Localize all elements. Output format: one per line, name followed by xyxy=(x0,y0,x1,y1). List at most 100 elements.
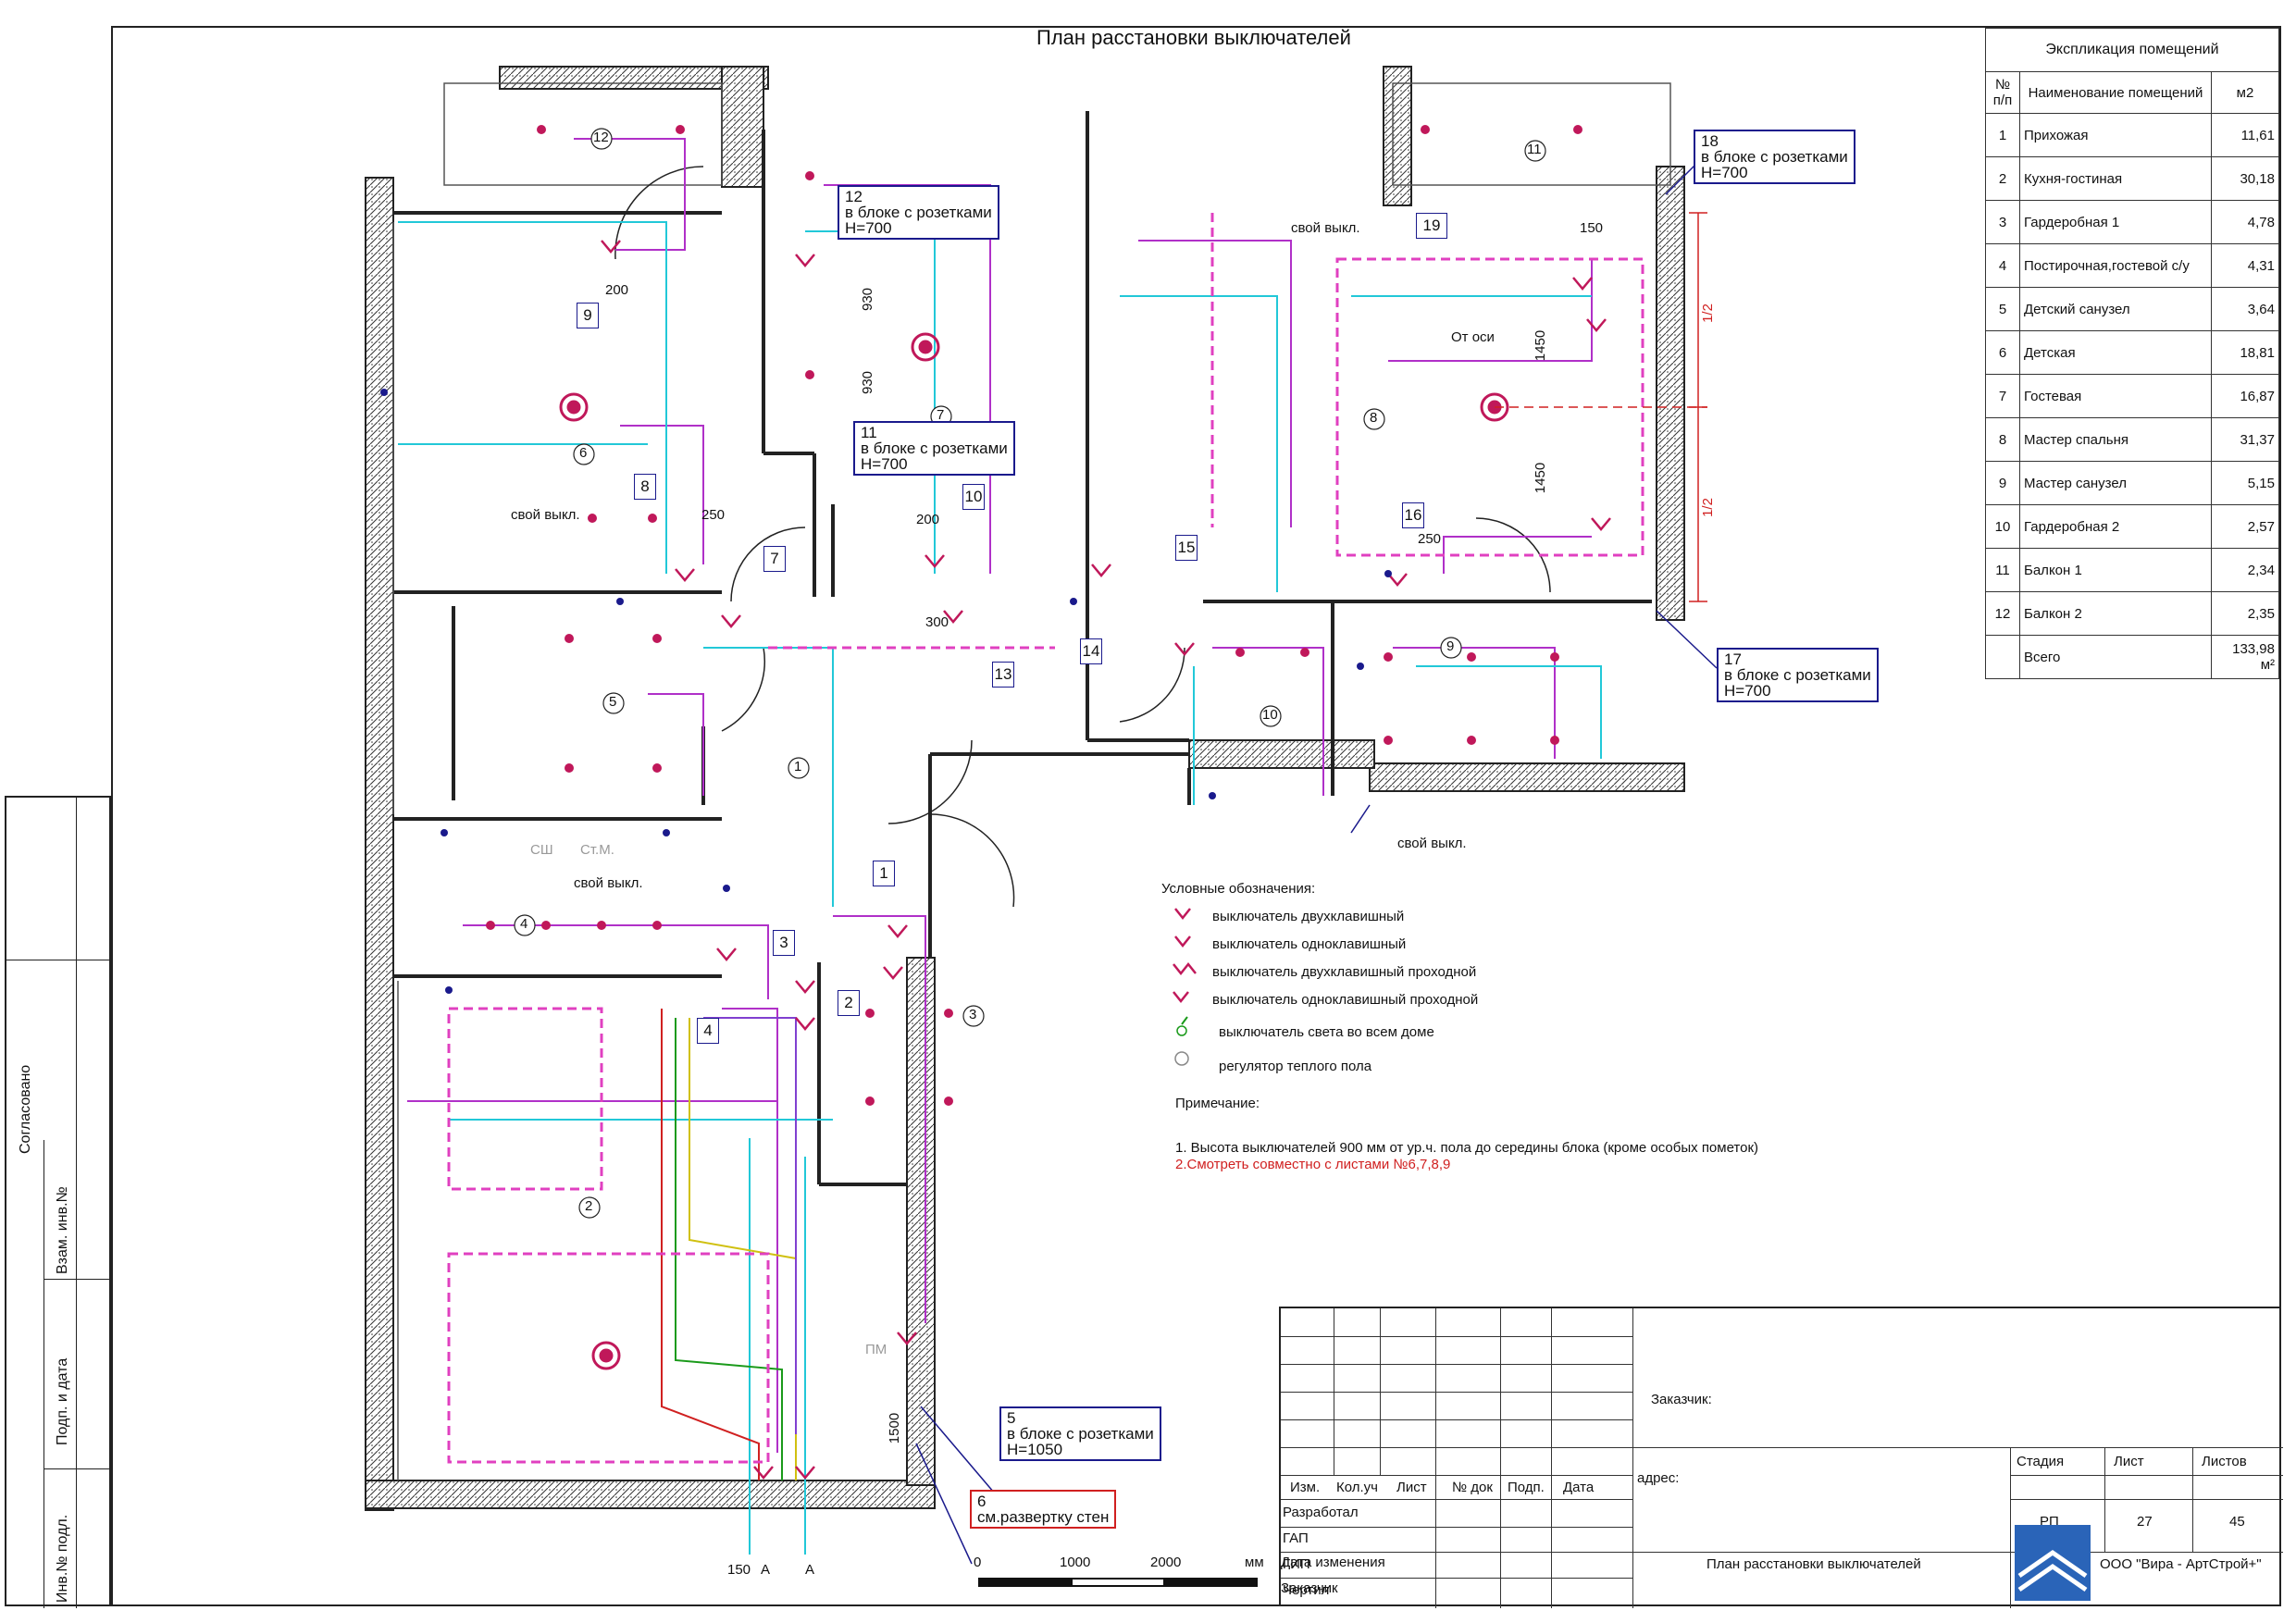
light-points xyxy=(486,125,1582,1106)
exterior-walls xyxy=(365,66,1685,1511)
stamp-vzam: Взам. инв.№ xyxy=(55,1186,70,1274)
tag-3: 3 xyxy=(773,930,795,956)
callout-6: 6 см.развертку стен xyxy=(970,1490,1117,1529)
tb-col-podp: Подп. xyxy=(1508,1480,1545,1495)
room-number-3: 3 xyxy=(969,1007,977,1022)
double-pass-switch-icon xyxy=(1173,961,1197,976)
tag-13: 13 xyxy=(992,662,1014,688)
drawing-frame xyxy=(111,26,2281,1606)
legend-item-6: регулятор теплого пола xyxy=(1219,1059,1372,1074)
tb-col-date: Дата xyxy=(1563,1480,1595,1495)
explication-table: Экспликация помещений № п/п Наименование… xyxy=(1985,28,2279,679)
tag-2: 2 xyxy=(838,990,860,1016)
tb-row-razrabotal: Разработал xyxy=(1283,1505,1359,1520)
tb-customer: Заказчик: xyxy=(1651,1392,1712,1407)
tb-sheets: 45 xyxy=(2229,1514,2245,1530)
tb-row-zakazchik: Заказчик xyxy=(1281,1580,1338,1596)
scale-2000: 2000 xyxy=(1150,1555,1182,1570)
tb-stage-header: Стадия xyxy=(2017,1454,2065,1469)
appliance-pm: ПМ xyxy=(865,1342,887,1357)
dim-250-b: 250 xyxy=(1418,531,1442,547)
room-number-9: 9 xyxy=(1446,638,1455,654)
room-number-2: 2 xyxy=(585,1198,593,1214)
chandeliers xyxy=(559,332,1509,1370)
dim-930-b: 930 xyxy=(860,370,876,395)
single-pass-switch-icon xyxy=(1173,991,1189,1004)
single-switch-icon xyxy=(1174,935,1191,948)
tb-col-kolch: Кол.уч xyxy=(1336,1480,1378,1495)
tag-15: 15 xyxy=(1175,535,1198,561)
room-number-10: 10 xyxy=(1262,707,1278,723)
tb-sheet: 27 xyxy=(2137,1514,2153,1530)
dim-250-a: 250 xyxy=(701,507,726,523)
own-switch-label-2: свой выкл. xyxy=(574,875,643,891)
tb-drawing-name: План расстановки выключателей xyxy=(1706,1556,1921,1572)
scale-unit: мм xyxy=(1245,1555,1264,1570)
callout-6-text: 6 см.развертку стен xyxy=(977,1493,1110,1526)
tag-9: 9 xyxy=(577,303,599,328)
title-block: Изм. Кол.уч Лист № док Подп. Дата Разраб… xyxy=(1279,1307,2283,1608)
appliance-sh: СШ xyxy=(530,842,553,858)
tb-sheet-header: Лист xyxy=(2114,1454,2144,1469)
col-num: № п/п xyxy=(1985,71,2020,114)
dim-1450-b: 1450 xyxy=(1533,462,1549,494)
room-number-8: 8 xyxy=(1370,410,1378,426)
scale-1000: 1000 xyxy=(1060,1555,1091,1570)
legend-item-3: выключатель двухклавишный проходной xyxy=(1212,964,1477,980)
tb-sheets-header: Листов xyxy=(2202,1454,2247,1469)
tag-8: 8 xyxy=(634,474,656,500)
total-area: 133,98 м² xyxy=(2211,635,2279,679)
tag-10: 10 xyxy=(962,484,985,510)
house-light-switch-icon xyxy=(1181,1016,1188,1025)
tb-col-doc: № док xyxy=(1452,1480,1493,1495)
tag-7: 7 xyxy=(763,546,786,572)
callout-17: 17 в блоке с розетками H=700 xyxy=(1717,648,1879,702)
room-number-circles xyxy=(514,128,1546,1219)
scale-bar xyxy=(978,1578,1258,1587)
tb-company: ООО "Вира - АртСтрой+" xyxy=(2100,1556,2262,1572)
switch-symbols xyxy=(601,240,1611,1480)
col-area: м2 xyxy=(2211,71,2279,114)
note-2: 2.Смотреть совместно с листами №6,7,8,9 xyxy=(1175,1157,1451,1172)
dim-200-b: 200 xyxy=(916,512,940,527)
room-number-7: 7 xyxy=(937,407,945,423)
dim-200-a: 200 xyxy=(605,282,629,298)
note-title: Примечание: xyxy=(1175,1096,1260,1111)
tb-row-date-change: Дата изменения xyxy=(1281,1555,1385,1570)
tb-col-list: Лист xyxy=(1396,1480,1427,1495)
from-axis-label: От оси xyxy=(1451,329,1495,345)
room-number-1: 1 xyxy=(794,759,802,774)
dim-150: 150 xyxy=(1580,220,1604,236)
dim-half-a: 1/2 xyxy=(1699,304,1716,323)
room-number-5: 5 xyxy=(609,694,617,710)
callout-18: 18 в блоке с розетками H=700 xyxy=(1694,130,1855,184)
room-number-6: 6 xyxy=(579,445,588,461)
interior-walls xyxy=(393,111,1652,1186)
tb-row-chertil: Чертил xyxy=(1283,1582,1330,1598)
own-switch-label-1: свой выкл. xyxy=(511,507,580,523)
room-number-11: 11 xyxy=(1527,142,1542,157)
room-number-4: 4 xyxy=(520,916,528,932)
tb-address: адрес: xyxy=(1637,1470,1680,1486)
legend-title: Условные обозначения: xyxy=(1161,881,1316,897)
dim-half-b: 1/2 xyxy=(1699,498,1716,517)
floor-heating-regulator-icon xyxy=(1174,1051,1189,1066)
tag-14: 14 xyxy=(1080,638,1102,664)
legend-symbols xyxy=(1173,908,1197,1066)
dim-1500: 1500 xyxy=(887,1412,903,1444)
callout-12: 12 в блоке с розетками H=700 xyxy=(838,185,999,240)
total-label: Всего xyxy=(2019,635,2212,679)
dim-930-a: 930 xyxy=(860,287,876,312)
bottom-dim-a2: А xyxy=(805,1562,815,1578)
callout-5: 5 в блоке с розетками H=1050 xyxy=(999,1406,1161,1461)
tb-col-izm: Изм. xyxy=(1290,1480,1321,1495)
tb-row-gip: ГИП xyxy=(1283,1556,1310,1572)
callout-11: 11 в блоке с розетками H=700 xyxy=(853,421,1015,476)
